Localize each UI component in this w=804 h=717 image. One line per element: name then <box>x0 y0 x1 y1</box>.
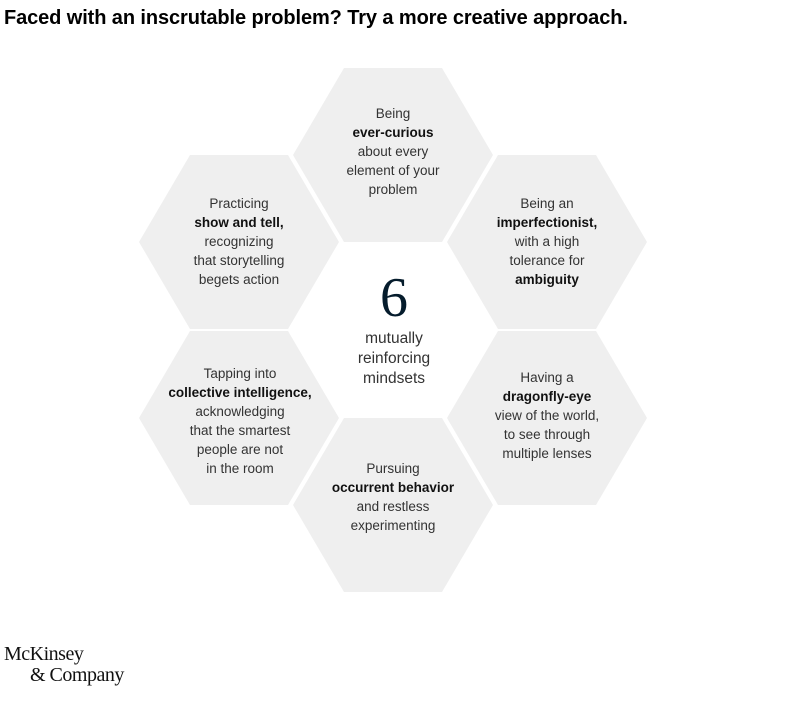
mindset-text-segment: that the smartest <box>189 423 291 438</box>
mindset-text-segment: problem <box>368 182 418 197</box>
mindset-line: dragonfly-eye <box>472 387 622 406</box>
center-caption-line: mindsets <box>362 370 426 387</box>
mindset-line: with a high <box>472 232 622 251</box>
mckinsey-logo: McKinsey & Company <box>4 644 124 686</box>
hexagon-show-and-tell <box>139 155 339 329</box>
mindset-line: recognizing <box>164 232 314 251</box>
mindset-line: Having a <box>472 368 622 387</box>
mindset-text-segment: Having a <box>520 370 574 385</box>
mindset-text-segment: Being an <box>520 196 574 211</box>
mindset-text-segment: acknowledging <box>195 404 285 419</box>
hexagon-collective-intelligence <box>139 331 339 505</box>
mindset-text-segment: with a high <box>514 234 580 249</box>
mindset-text-segment: and restless <box>356 499 430 514</box>
center-caption-line: reinforcing <box>357 350 431 367</box>
page-title: Faced with an inscrutable problem? Try a… <box>4 7 628 29</box>
hexagon-ever-curious <box>293 68 493 242</box>
mindset-line: ambiguity <box>472 270 622 289</box>
center-number: 6 <box>380 267 408 329</box>
mindset-line: element of your <box>318 161 468 180</box>
mindset-text-segment: view of the world, <box>494 408 600 423</box>
mindset-show-and-tell-text: Practicing show and tell, recognizing that … <box>164 194 314 289</box>
mindset-text-segment: experimenting <box>350 518 436 533</box>
mindset-line: collective intelligence, <box>150 383 330 402</box>
mindset-line: Practicing <box>164 194 314 213</box>
mindset-text-segment: that storytelling <box>193 253 285 268</box>
mindset-line: problem <box>318 180 468 199</box>
mindset-dragonfly-eye-text: Having a dragonfly-eye view of the world, t… <box>472 368 622 463</box>
mindset-line: show and tell, <box>164 213 314 232</box>
mindset-line: people are not <box>150 440 330 459</box>
mindset-line: view of the world, <box>472 406 622 425</box>
mindset-text-segment: imperfectionist, <box>496 215 598 230</box>
mindset-text-segment: people are not <box>196 442 284 457</box>
mindset-text-segment: recognizing <box>204 234 274 249</box>
mindset-occurrent-behavior-text: Pursuing occurrent behavior and restless ex… <box>318 459 468 535</box>
mindset-line: Being <box>318 104 468 123</box>
mindset-line: begets action <box>164 270 314 289</box>
mindset-text-segment: tolerance for <box>509 253 585 268</box>
mindset-text-segment: multiple lenses <box>502 446 592 461</box>
center-caption: mutually reinforcing mindsets <box>334 329 454 389</box>
mindset-ever-curious-text: Being ever-curious about every element of y… <box>318 104 468 199</box>
mindset-text-segment: element of your <box>346 163 440 178</box>
mindset-text-segment: ambiguity <box>515 272 579 287</box>
mindset-line: and restless <box>318 497 468 516</box>
mindset-line: that the smartest <box>150 421 330 440</box>
mindset-text-segment: in the room <box>206 461 274 476</box>
mindset-text-segment: collective intelligence, <box>168 385 312 400</box>
hexagon-imperfectionist <box>447 155 647 329</box>
mindset-text-segment: ever-curious <box>352 125 434 140</box>
mindset-line: Tapping into <box>150 364 330 383</box>
mindset-line: imperfectionist, <box>472 213 622 232</box>
mindset-line: in the room <box>150 459 330 478</box>
mindset-line: Being an <box>472 194 622 213</box>
mindset-text-segment: begets action <box>198 272 280 287</box>
mindset-text-segment: Pursuing <box>366 461 420 476</box>
mindset-text-segment: about every <box>357 144 429 159</box>
mindset-line: acknowledging <box>150 402 330 421</box>
mindset-imperfectionist-text: Being an imperfectionist, with a high toler… <box>472 194 622 289</box>
mindset-line: ever-curious <box>318 123 468 142</box>
mindset-line: about every <box>318 142 468 161</box>
mindset-text-segment: Being <box>375 106 411 121</box>
mindset-line: to see through <box>472 425 622 444</box>
mindset-text-segment: dragonfly-eye <box>502 389 592 404</box>
mindset-line: Pursuing <box>318 459 468 478</box>
hexagon-occurrent-behavior <box>293 418 493 592</box>
logo-line-1: McKinsey <box>4 643 84 665</box>
center-caption-line: mutually <box>365 330 423 347</box>
mindset-line: that storytelling <box>164 251 314 270</box>
logo-line-2: & Company <box>30 664 124 686</box>
mindset-line: occurrent behavior <box>318 478 468 497</box>
mindset-line: tolerance for <box>472 251 622 270</box>
mindset-text-segment: to see through <box>503 427 591 442</box>
mindset-line: multiple lenses <box>472 444 622 463</box>
hexagon-dragonfly-eye <box>447 331 647 505</box>
mindset-text-segment: Practicing <box>209 196 269 211</box>
mindset-line: experimenting <box>318 516 468 535</box>
mindset-text-segment: show and tell, <box>194 215 284 230</box>
mindset-text-segment: Tapping into <box>203 366 277 381</box>
mindset-collective-intelligence-text: Tapping into collective intelligence, ackn… <box>150 364 330 478</box>
mindset-text-segment: occurrent behavior <box>331 480 455 495</box>
